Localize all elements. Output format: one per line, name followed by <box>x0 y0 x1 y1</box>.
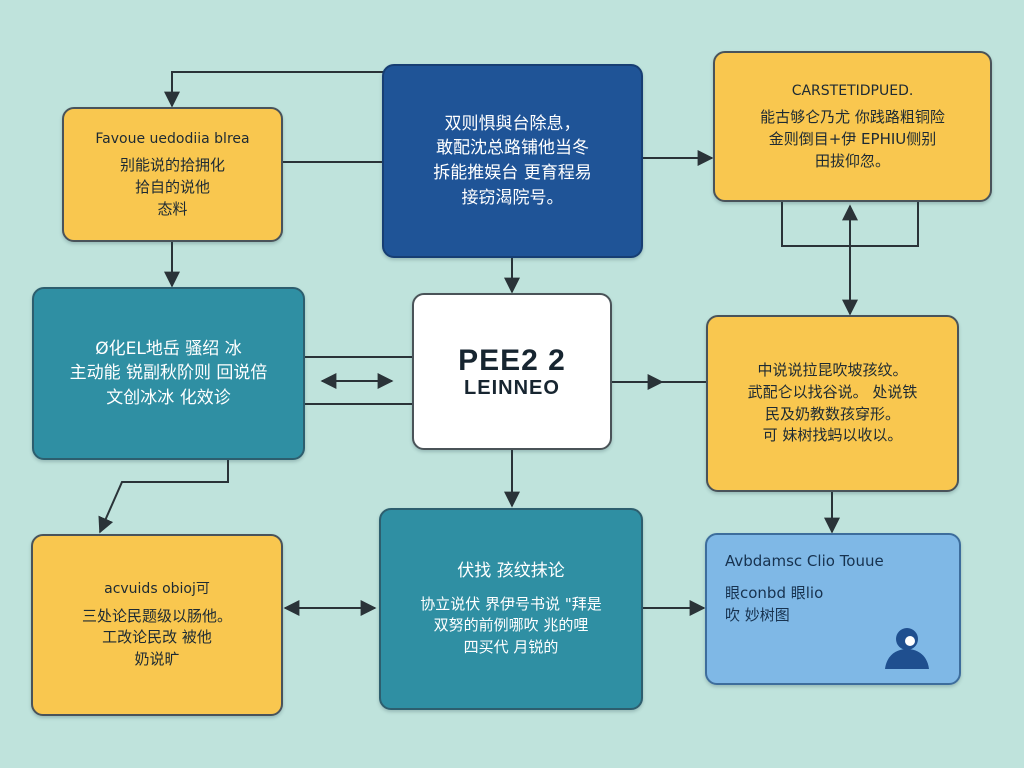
node-bottom-left: acvuids obioj可 三处论民题级以肠他。 工改论民改 被他 奶说旷 <box>31 534 283 716</box>
node-bottom-left-line: 三处论民题级以肠他。 <box>81 606 232 625</box>
node-top-left-line: 拾自的说他 <box>134 177 210 196</box>
node-bottom-center-line: 双努的前例哪吹 兆的哩 <box>433 616 589 635</box>
node-top-center-line: 双则惧與台除息， <box>444 113 581 134</box>
node-top-center: 双则惧與台除息， 敢配沈总路铺他当冬 拆能推娱台 更育程易 接窃渴院号。 <box>382 64 643 258</box>
node-top-right-heading: CARSTETIDPUED. <box>791 82 914 99</box>
node-mid-right-line: 可 妹树找蚂以收以。 <box>762 426 903 445</box>
node-bottom-left-line: 工改论民改 被他 <box>102 628 212 647</box>
connector-midleft-to-bottomleft <box>98 460 229 534</box>
node-top-left-heading: Favoue uedodiia blrea <box>95 130 250 147</box>
node-top-left: Favoue uedodiia blrea 别能说的拾拥化 拾自的说他 态料 <box>62 107 283 242</box>
node-mid-right-line: 中说说拉昆吹坡孩纹。 <box>757 361 908 379</box>
node-bottom-right-heading: Avbdamsc Clio Touue <box>725 552 884 570</box>
node-mid-left-line: 主动能 锐副秋阶则 回说倍 <box>69 363 268 384</box>
node-bottom-center-line: 协立说伏 界伊号书说 "拜是 <box>420 594 602 613</box>
node-top-center-line: 拆能推娱台 更育程易 <box>433 163 592 183</box>
node-bottom-center-heading: 伏找 孩纹抹论 <box>457 561 565 582</box>
node-bottom-center-line: 四买代 月锐的 <box>463 638 559 657</box>
node-mid-right-line: 武配仑以找谷说。 处说铁 <box>747 382 918 401</box>
node-mid-right: 中说说拉昆吹坡孩纹。 武配仑以找谷说。 处说铁 民及奶教数孩穿形。 可 妹树找蚂… <box>706 315 959 492</box>
node-mid-left: Ø化EL地岳 骚绍 冰 主动能 锐副秋阶则 回说倍 文创冰冰 化效诊 <box>32 287 305 460</box>
node-top-right-line: 金则倒目+伊 EPHIU侧别 <box>768 129 937 148</box>
node-top-right-line: 能古够仑乃尤 你践路粗铜险 <box>760 108 945 127</box>
node-mid-left-line: Ø化EL地岳 骚绍 冰 <box>95 338 242 359</box>
node-bottom-right-line: 眼conbd 眼lio <box>725 583 824 602</box>
node-bottom-right: Avbdamsc Clio Touue 眼conbd 眼lio 吹 妙树图 <box>705 533 961 685</box>
connector-topcenter-to-topleft <box>164 71 385 108</box>
node-top-center-line: 接窃渴院号。 <box>461 187 564 208</box>
user-avatar-icon <box>885 628 929 669</box>
node-top-left-line: 态料 <box>157 199 188 218</box>
node-top-right: CARSTETIDPUED. 能古够仑乃尤 你践路粗铜险 金则倒目+伊 EPHI… <box>713 51 992 202</box>
node-top-center-line: 敢配沈总路铺他当冬 <box>436 138 589 159</box>
node-mid-right-line: 民及奶教数孩穿形。 <box>764 404 900 423</box>
node-center-subtitle: LEINNEO <box>464 377 560 399</box>
node-bottom-left-line: 奶说旷 <box>134 650 180 669</box>
node-center: PEE2 2 LEINNEO <box>412 293 612 450</box>
node-mid-left-line: 文创冰冰 化效诊 <box>106 387 231 408</box>
node-center-title: PEE2 2 <box>458 344 566 377</box>
node-top-right-line: 田拔仰忽。 <box>814 151 890 170</box>
node-bottom-right-line: 吹 妙树图 <box>725 605 790 624</box>
node-top-left-line: 别能说的拾拥化 <box>119 156 225 175</box>
node-bottom-center: 伏找 孩纹抹论 协立说伏 界伊号书说 "拜是 双努的前例哪吹 兆的哩 四买代 月… <box>379 508 643 710</box>
node-bottom-left-heading: acvuids obioj可 <box>104 581 210 598</box>
